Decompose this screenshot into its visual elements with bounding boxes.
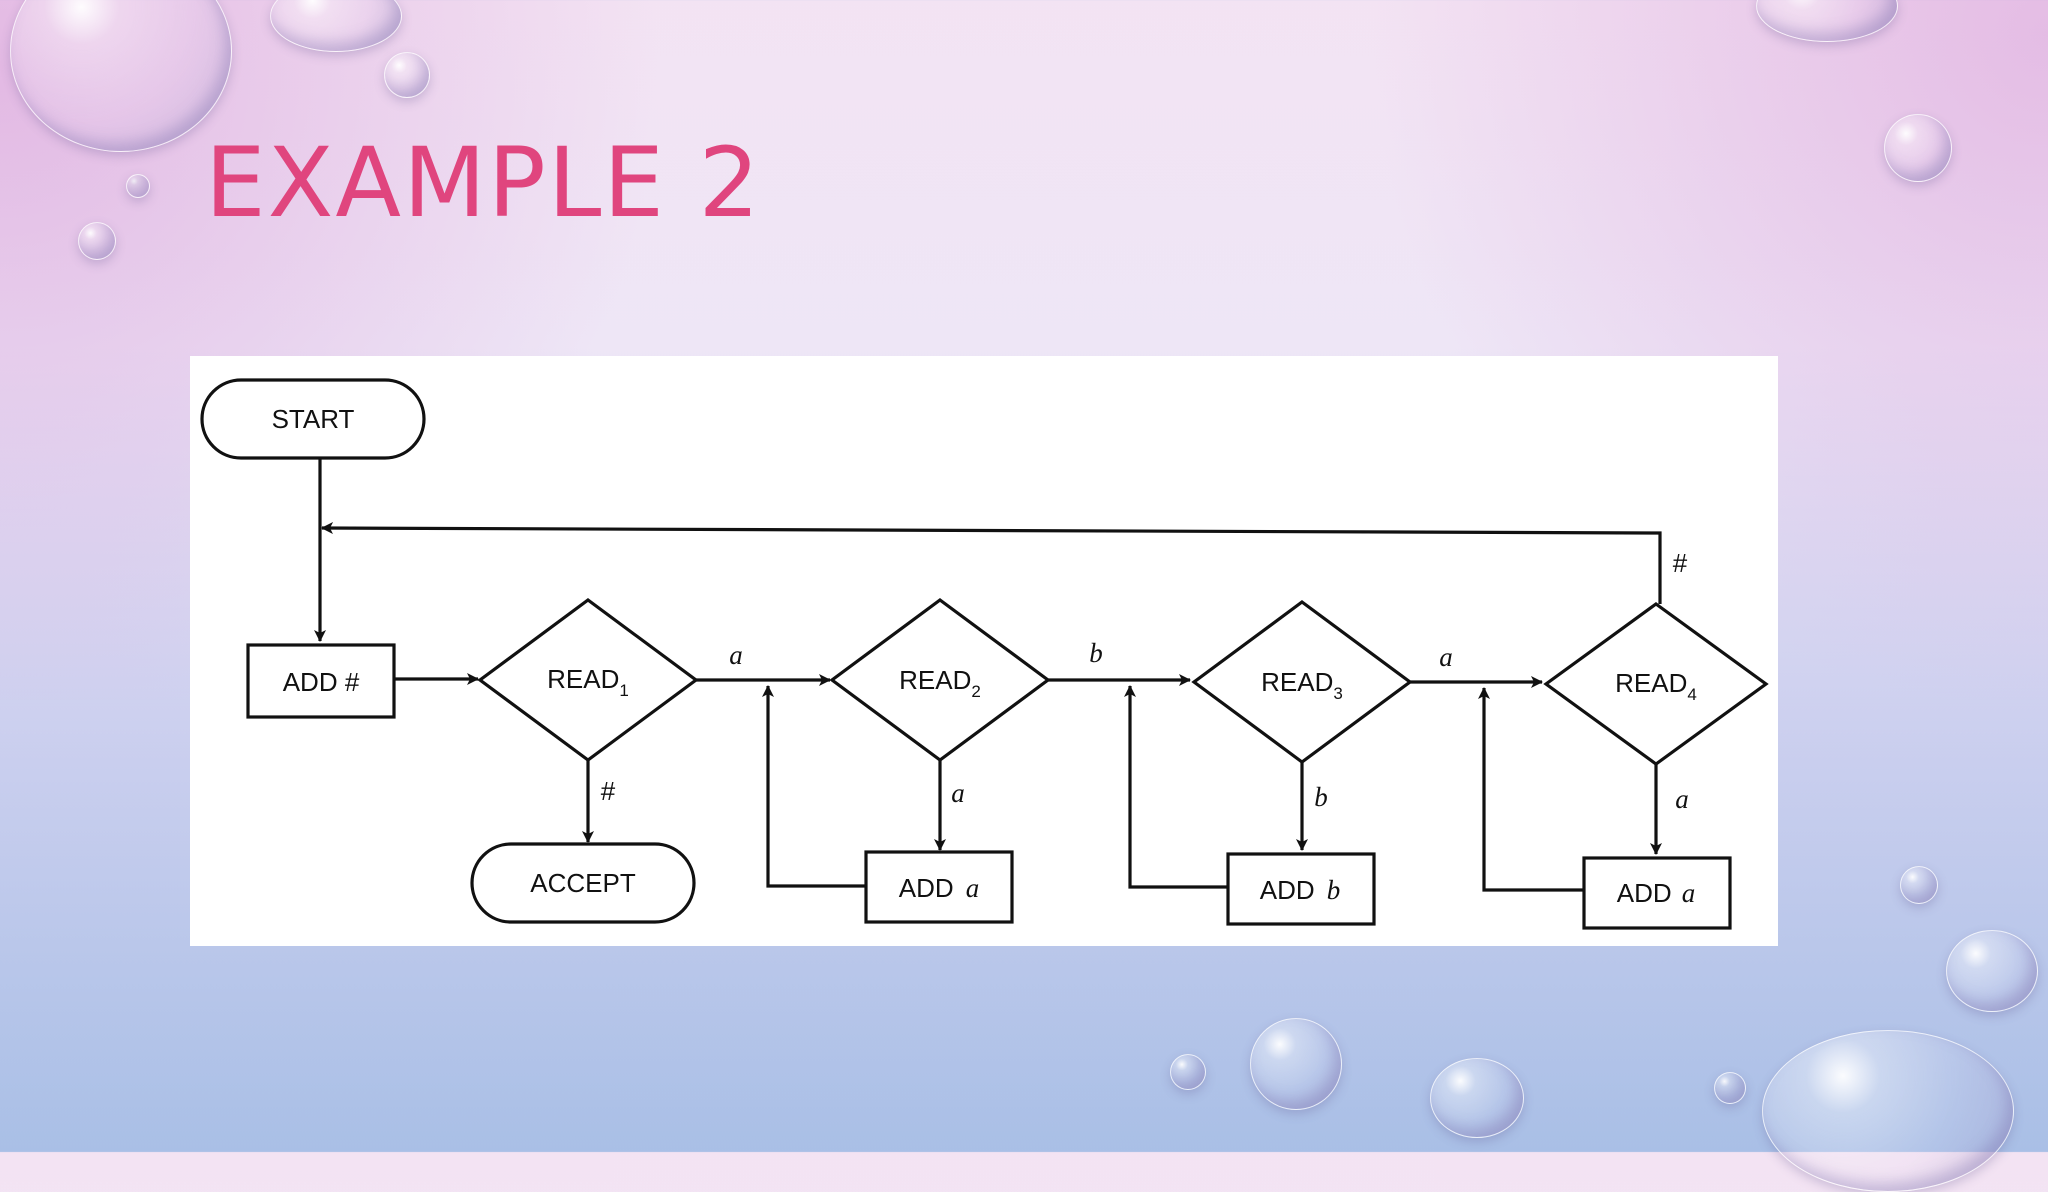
read1-subscript: 1 <box>619 681 628 700</box>
add-b-symbol: b <box>1327 875 1341 905</box>
edge-label-read3-read4: a <box>1439 642 1453 672</box>
add-b-word: ADD <box>1260 875 1315 905</box>
read1-label: READ1 <box>547 664 629 700</box>
start-node <box>200 378 426 460</box>
read1-word: READ <box>547 664 619 694</box>
edge-label-read2-down: a <box>951 778 965 808</box>
droplet-decoration <box>126 174 150 198</box>
add-b-node <box>1226 852 1376 926</box>
accept-label: ACCEPT <box>530 868 636 898</box>
edge-add-b-feedback <box>1124 685 1228 889</box>
add-hash-node <box>246 643 396 719</box>
edge-label-read2-read3: b <box>1089 638 1103 668</box>
edge-label-read1-read2: a <box>729 640 743 670</box>
edge-read4-loop <box>321 522 1662 604</box>
add-a-symbol-2: a <box>1682 878 1696 908</box>
add-b-label: ADD b <box>1260 875 1340 905</box>
edge-label-read3-down: b <box>1314 782 1328 812</box>
add-a-word-2: ADD <box>1617 878 1672 908</box>
edge-label-read4-down: a <box>1675 784 1689 814</box>
slide-title: EXAMPLE 2 <box>205 127 762 239</box>
read3-subscript: 3 <box>1333 684 1342 703</box>
read2-label: READ2 <box>899 665 981 701</box>
add-hash-label: ADD # <box>283 667 360 697</box>
read4-label: READ4 <box>1615 668 1697 704</box>
add-a-node-2 <box>1582 856 1732 930</box>
flowchart-panel: START # ADD # READ1 # ACCEPT a READ2 a A… <box>190 356 1778 946</box>
add-a-symbol-1: a <box>966 873 980 903</box>
start-label: START <box>272 404 355 434</box>
droplet-decoration <box>384 52 430 98</box>
droplet-decoration <box>1714 1072 1746 1104</box>
read3-word: READ <box>1261 667 1333 697</box>
droplet-decoration <box>1430 1058 1524 1138</box>
droplet-decoration <box>1170 1054 1206 1090</box>
flowchart-diagram: START # ADD # READ1 # ACCEPT a READ2 a A… <box>200 378 1769 930</box>
add-a-label-1: ADD a <box>899 873 979 903</box>
droplet-decoration <box>1884 114 1952 182</box>
droplet-decoration <box>78 222 116 260</box>
read2-word: READ <box>899 665 971 695</box>
accept-node <box>470 842 696 924</box>
droplet-decoration <box>1762 1030 2014 1192</box>
droplet-decoration <box>1900 866 1938 904</box>
read4-word: READ <box>1615 668 1687 698</box>
edge-add-a-2-feedback <box>1478 687 1584 892</box>
read2-subscript: 2 <box>971 682 980 701</box>
edge-label-read4-loop: # <box>1673 548 1688 578</box>
droplet-decoration <box>1250 1018 1342 1110</box>
droplet-decoration <box>1946 930 2038 1012</box>
edge-add-a-1-feedback <box>762 685 866 888</box>
add-a-node-1 <box>864 850 1014 924</box>
read3-label: READ3 <box>1261 667 1343 703</box>
read4-subscript: 4 <box>1687 685 1696 704</box>
edge-label-read1-accept: # <box>601 776 616 806</box>
add-a-label-2: ADD a <box>1617 878 1695 908</box>
add-a-word-1: ADD <box>899 873 954 903</box>
